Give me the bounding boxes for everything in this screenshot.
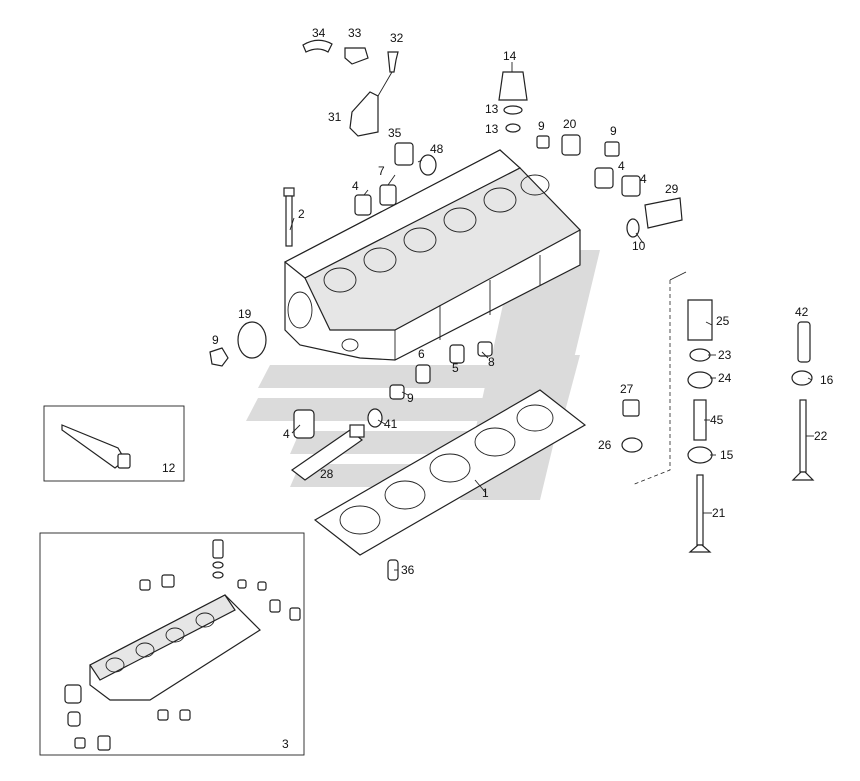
valve-icon: [688, 321, 815, 553]
head-gasket-icon: [313, 389, 587, 556]
callout-13b: 13: [485, 122, 499, 136]
callout-25: 25: [716, 314, 730, 328]
callout-35: 35: [388, 126, 402, 140]
callout-23: 23: [718, 348, 732, 362]
callout-41: 41: [384, 417, 398, 431]
callout-28: 28: [320, 467, 334, 481]
callout-9a: 9: [538, 119, 545, 133]
callout-3: 3: [282, 737, 289, 751]
callout-8: 8: [488, 355, 495, 369]
callout-24: 24: [718, 371, 732, 385]
cylinder-head-icon: [283, 149, 581, 361]
callout-7: 7: [378, 164, 385, 178]
callout-1: 1: [482, 486, 489, 500]
callout-34: 34: [312, 26, 326, 40]
callout-21: 21: [712, 506, 726, 520]
callout-9c: 9: [212, 333, 219, 347]
assembly-lines: [631, 271, 687, 486]
callout-32: 32: [390, 31, 404, 45]
valve-spring-icon: [687, 299, 713, 464]
callout-4c: 4: [640, 172, 647, 186]
cap-14: [498, 71, 528, 133]
plug-35: [394, 142, 437, 176]
small-parts-left: [209, 321, 493, 439]
callout-16: 16: [820, 373, 834, 387]
sealant-tube-box: [43, 405, 185, 482]
leader-lines: [289, 62, 814, 571]
callout-labels: 34 33 32 14 31 13 13 9 20 9 35 48 7 4 4 …: [162, 26, 834, 751]
valve-guide-parts: [621, 399, 643, 453]
kit-box: [39, 532, 305, 756]
callout-45: 45: [710, 413, 724, 427]
bracket-assembly: [302, 39, 399, 137]
callout-2: 2: [298, 207, 305, 221]
callout-4b: 4: [618, 159, 625, 173]
callout-26: 26: [598, 438, 612, 452]
callout-19: 19: [238, 307, 252, 321]
callout-9b: 9: [610, 124, 617, 138]
sleeve-parts: [354, 134, 683, 238]
callout-9d: 9: [407, 391, 414, 405]
callout-31: 31: [328, 110, 342, 124]
callout-6: 6: [418, 347, 425, 361]
bolt-2: [283, 187, 295, 247]
callout-22: 22: [814, 429, 828, 443]
callout-27: 27: [620, 382, 634, 396]
callout-36: 36: [401, 563, 415, 577]
callout-29: 29: [665, 182, 679, 196]
callout-10: 10: [632, 239, 646, 253]
callout-20: 20: [563, 117, 577, 131]
callout-33: 33: [348, 26, 362, 40]
callout-42: 42: [795, 305, 809, 319]
callout-4a: 4: [352, 179, 359, 193]
sealant-tube-icon: [61, 424, 131, 469]
callout-15: 15: [720, 448, 734, 462]
callout-14: 14: [503, 49, 517, 63]
injector-sleeve-28: [290, 424, 365, 481]
callout-13a: 13: [485, 102, 499, 116]
callout-12: 12: [162, 461, 176, 475]
callout-4d: 4: [283, 427, 290, 441]
callout-48: 48: [430, 142, 444, 156]
callout-5: 5: [452, 361, 459, 375]
